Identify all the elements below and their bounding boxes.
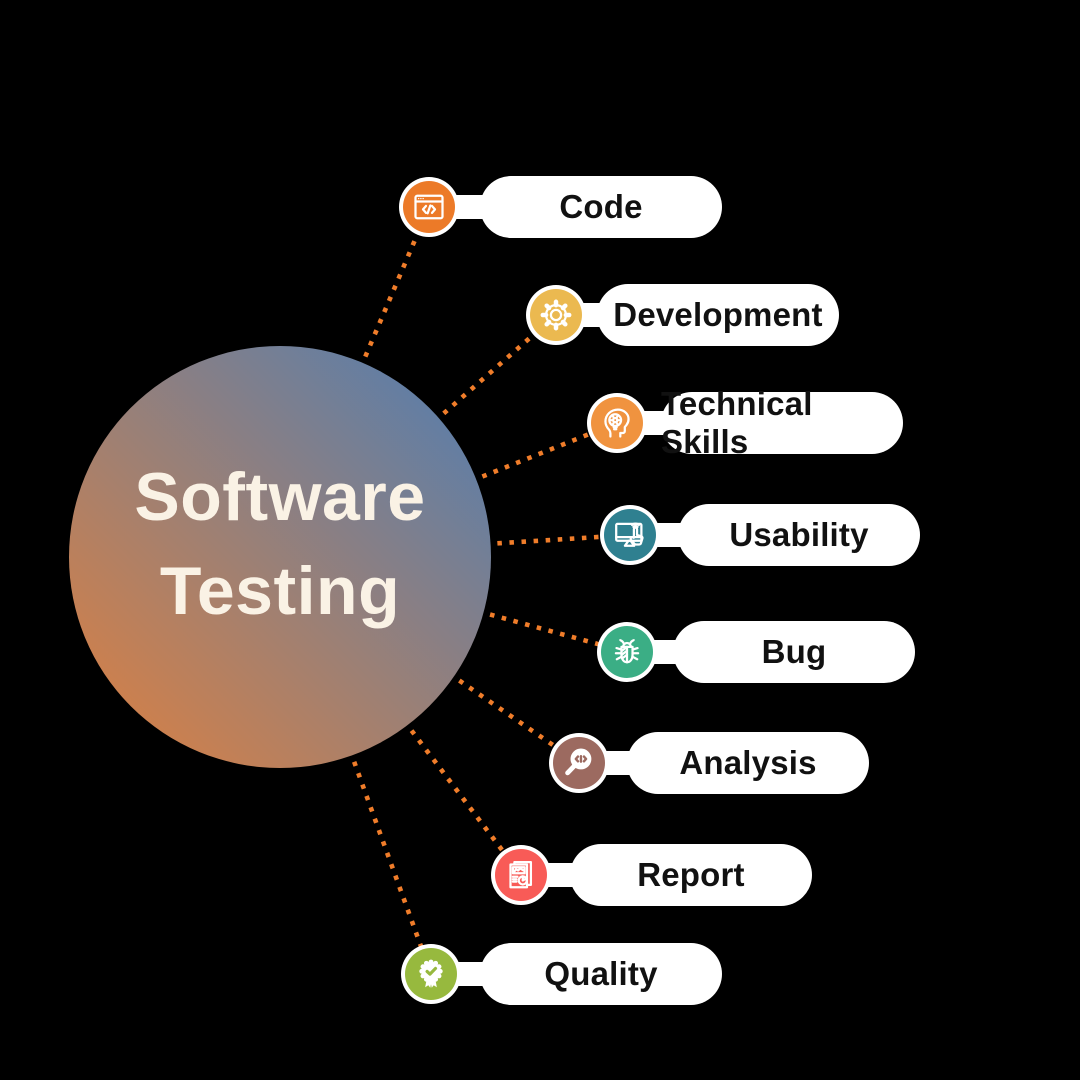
bug-icon xyxy=(614,639,640,664)
central-circle: Software Testing xyxy=(69,346,491,768)
icon-badge xyxy=(591,397,643,449)
item-label: Usability xyxy=(729,516,869,553)
title-line-2: Testing xyxy=(159,553,401,629)
icon-badge xyxy=(495,849,547,901)
report-document-icon xyxy=(509,860,533,889)
label-pill: Usability xyxy=(678,504,920,566)
item-label: Analysis xyxy=(679,744,817,781)
title-line-1: Software xyxy=(134,459,426,535)
gear-icon xyxy=(540,299,572,331)
label-pill: Quality xyxy=(480,943,722,1005)
icon-badge xyxy=(601,626,653,678)
label-pill: Analysis xyxy=(627,732,869,794)
icon-badge xyxy=(405,948,457,1000)
code-window-icon xyxy=(414,194,444,220)
touchscreen-icon xyxy=(615,522,644,547)
label-pill: Technical Skills xyxy=(661,385,903,460)
diagram-title: Software Testing xyxy=(134,450,425,638)
label-pill: Code xyxy=(480,176,722,238)
item-label: Technical Skills xyxy=(661,385,813,460)
connector-line xyxy=(279,532,631,560)
head-bulb-icon xyxy=(604,408,630,438)
item-label: Report xyxy=(637,856,745,893)
label-pill: Development xyxy=(597,284,839,346)
item-label: Development xyxy=(613,296,823,333)
item-label: Code xyxy=(559,188,643,225)
icon-badge xyxy=(530,289,582,341)
award-badge-icon xyxy=(419,959,443,988)
icon-badge xyxy=(604,509,656,561)
item-label: Bug xyxy=(761,633,827,670)
icon-badge xyxy=(403,181,455,233)
label-pill: Report xyxy=(570,844,812,906)
icon-badge xyxy=(553,737,605,789)
label-pill: Bug xyxy=(673,621,915,683)
magnifier-code-icon xyxy=(565,748,592,776)
item-label: Quality xyxy=(544,955,658,992)
